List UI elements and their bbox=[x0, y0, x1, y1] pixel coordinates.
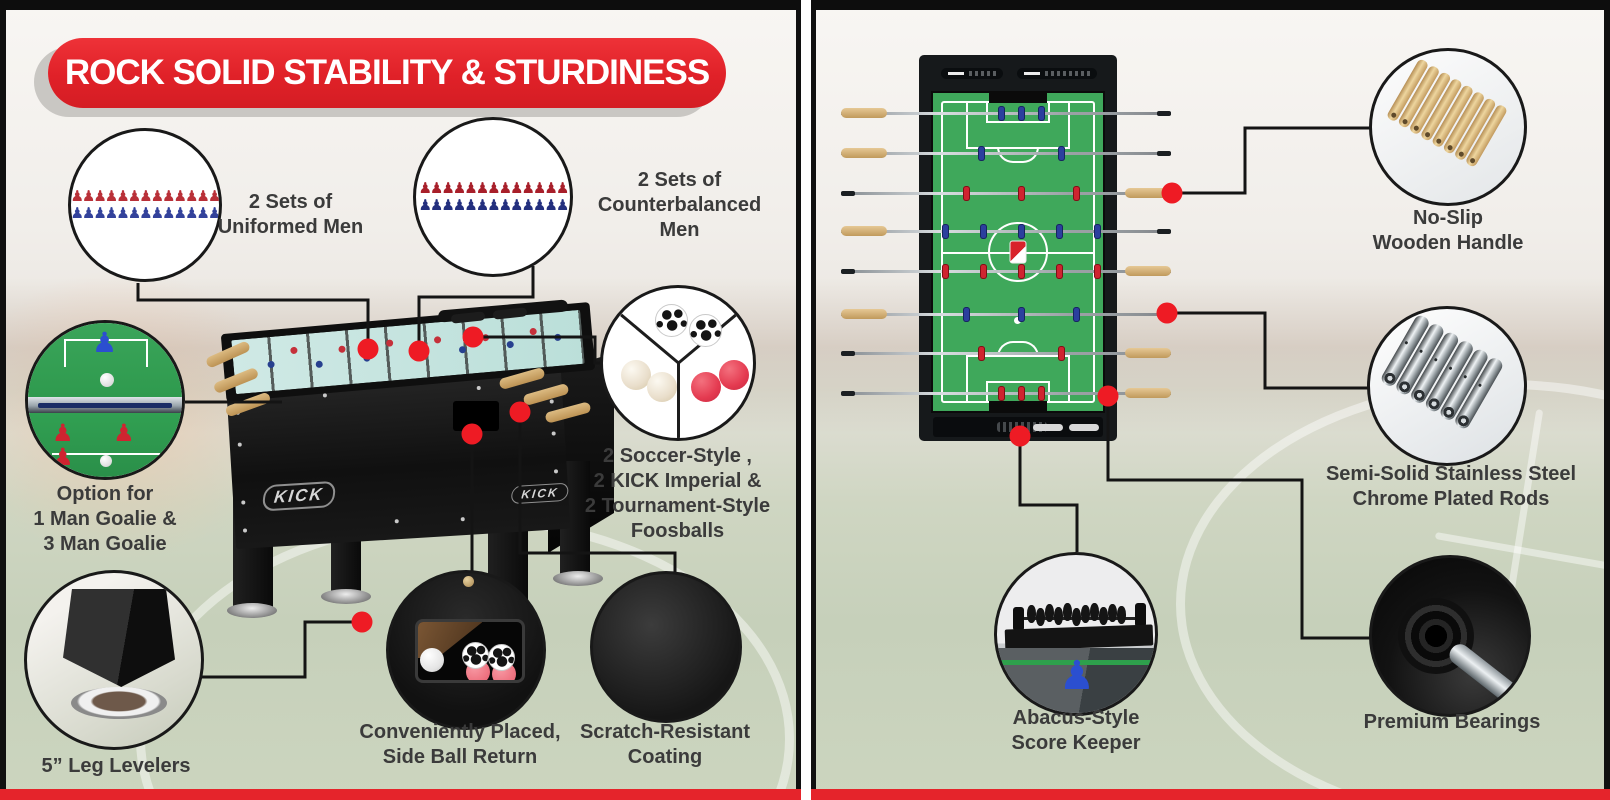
player-rod bbox=[841, 346, 1171, 361]
callout-dot bbox=[351, 611, 373, 633]
table-edge-slab bbox=[1004, 624, 1154, 651]
label-counterbalanced-men: 2 Sets of Counterbalanced Men bbox=[597, 169, 762, 241]
label-premium-bearings: Premium Bearings bbox=[1363, 711, 1541, 733]
leg-leveler-foot bbox=[553, 571, 603, 586]
uniformed-men-image: ♟♟♟♟♟♟♟♟♟♟♟♟♟ ♟♟♟♟♟♟♟♟♟♟♟♟♟ bbox=[71, 131, 219, 279]
red-foosball-icon bbox=[691, 372, 721, 402]
callout-circle-chrome-rods bbox=[1367, 306, 1527, 466]
label-foosballs: 2 Soccer-Style , 2 KICK Imperial & 2 Tou… bbox=[584, 445, 771, 542]
callout-dot bbox=[462, 326, 484, 348]
callout-dot bbox=[461, 423, 483, 445]
callout-circle-leg-leveler bbox=[24, 570, 204, 750]
top-frame-bar bbox=[811, 0, 1610, 10]
ball-return-slot bbox=[1033, 424, 1063, 431]
callout-circle-score-keeper: ♟ bbox=[994, 552, 1158, 716]
red-men-row-icon: ♟♟♟♟♟♟♟♟♟♟♟♟♟ bbox=[418, 179, 570, 197]
table-front-panel: KICK KICK bbox=[226, 370, 571, 550]
table-cross-section bbox=[28, 397, 182, 413]
callout-circle-foosballs bbox=[600, 285, 756, 441]
soccer-ball-icon bbox=[488, 644, 515, 671]
abacus-rod bbox=[1023, 617, 1139, 620]
bottom-frame-bar bbox=[0, 789, 801, 800]
player-rod bbox=[841, 386, 1171, 401]
callout-dot bbox=[1097, 385, 1119, 407]
label-coating: Scratch-Resistant Coating bbox=[579, 721, 751, 768]
player-rod bbox=[841, 186, 1171, 201]
red-men-row-icon: ♟♟♟♟♟♟♟♟♟♟♟♟♟ bbox=[70, 187, 220, 205]
white-foosball-icon bbox=[420, 648, 444, 672]
player-rod bbox=[841, 106, 1171, 121]
callout-dot bbox=[509, 401, 531, 423]
player-rod bbox=[841, 307, 1171, 322]
leg-leveler-foot bbox=[321, 589, 371, 604]
callout-circle-counterbalanced-men: ♟♟♟♟♟♟♟♟♟♟♟♟♟ ♟♟♟♟♟♟♟♟♟♟♟♟♟ bbox=[413, 117, 573, 277]
label-leg-levelers: 5” Leg Levelers bbox=[41, 755, 191, 777]
label-ball-return: Conveniently Placed, Side Ball Return bbox=[359, 721, 561, 768]
leg-leveler-foot bbox=[227, 603, 277, 618]
brand-logo: KICK bbox=[510, 482, 570, 505]
blue-men-row-icon: ♟♟♟♟♟♟♟♟♟♟♟♟♟ bbox=[418, 196, 570, 214]
sector-divider bbox=[676, 363, 680, 438]
ball bbox=[1014, 317, 1021, 324]
one-man-goalie-image: ♟ bbox=[28, 323, 182, 397]
label-uniformed-men: 2 Sets of Uniformed Men bbox=[217, 191, 364, 238]
table-leg-image bbox=[63, 589, 175, 687]
callout-circle-uniformed-men: ♟♟♟♟♟♟♟♟♟♟♟♟♟ ♟♟♟♟♟♟♟♟♟♟♟♟♟ bbox=[68, 128, 222, 282]
player-rod bbox=[841, 146, 1171, 161]
field-edge-stripe bbox=[997, 660, 1155, 665]
soccer-ball-icon bbox=[689, 314, 722, 347]
field-center-logo bbox=[1009, 240, 1027, 264]
three-man-goalie-image: ♟ ♟ ♟ bbox=[28, 413, 182, 477]
abacus-post bbox=[1135, 603, 1146, 627]
blue-player-icon: ♟ bbox=[1059, 653, 1095, 699]
table-side-section: ♟ bbox=[997, 648, 1155, 713]
callout-circle-ball-return bbox=[386, 570, 546, 730]
label-score-keeper: Abacus-Style Score Keeper bbox=[1011, 707, 1141, 754]
cream-foosball-icon bbox=[647, 372, 677, 402]
label-chrome-rods: Semi-Solid Stainless Steel Chrome Plated… bbox=[1325, 463, 1577, 510]
ball-return-window bbox=[415, 619, 525, 683]
top-frame-bar bbox=[0, 0, 801, 10]
headline-text: ROCK SOLID STABILITY & STURDINESS bbox=[64, 53, 710, 92]
callout-dot bbox=[357, 338, 379, 360]
player-rod bbox=[841, 264, 1171, 279]
cream-foosball-icon bbox=[621, 360, 651, 390]
label-wooden-handle: No-Slip Wooden Handle bbox=[1372, 207, 1524, 254]
soccer-ball-icon bbox=[462, 642, 489, 669]
red-foosball-icon bbox=[719, 360, 749, 390]
ball-return-slot bbox=[1069, 424, 1099, 431]
soccer-ball-icon bbox=[655, 304, 688, 337]
blue-men-row-icon: ♟♟♟♟♟♟♟♟♟♟♟♟♟ bbox=[70, 204, 220, 222]
screw-icon bbox=[463, 576, 474, 587]
chrome-rods-image bbox=[1379, 313, 1505, 431]
top-view-playfield bbox=[931, 91, 1105, 413]
foosball-table-top-view bbox=[841, 55, 1171, 441]
headline-banner: ROCK SOLID STABILITY & STURDINESS bbox=[48, 38, 726, 108]
callout-dot bbox=[1161, 182, 1183, 204]
callout-dot bbox=[1009, 425, 1031, 447]
callout-dot bbox=[1156, 302, 1178, 324]
counterbalanced-men-image: ♟♟♟♟♟♟♟♟♟♟♟♟♟ ♟♟♟♟♟♟♟♟♟♟♟♟♟ bbox=[416, 120, 570, 274]
callout-circle-coating bbox=[590, 571, 742, 723]
wooden-handles-image bbox=[1385, 58, 1509, 168]
leveler-foot-image bbox=[71, 687, 167, 719]
abacus-beads bbox=[1027, 605, 1036, 623]
callout-circle-goalie-option: ♟ ♟ ♟ ♟ bbox=[25, 320, 185, 480]
player-rod bbox=[841, 224, 1171, 239]
callout-circle-wooden-handles bbox=[1369, 48, 1527, 206]
label-goalie-option: Option for 1 Man Goalie & 3 Man Goalie bbox=[33, 483, 177, 555]
bearing-rod-image bbox=[1445, 640, 1528, 714]
brand-logo: KICK bbox=[261, 480, 337, 512]
callout-circle-bearings bbox=[1369, 555, 1531, 717]
callout-dot bbox=[408, 340, 430, 362]
score-rail bbox=[1017, 68, 1097, 79]
bottom-frame-bar bbox=[811, 789, 1610, 800]
score-rail bbox=[941, 68, 1003, 79]
abacus-post bbox=[1013, 607, 1024, 631]
